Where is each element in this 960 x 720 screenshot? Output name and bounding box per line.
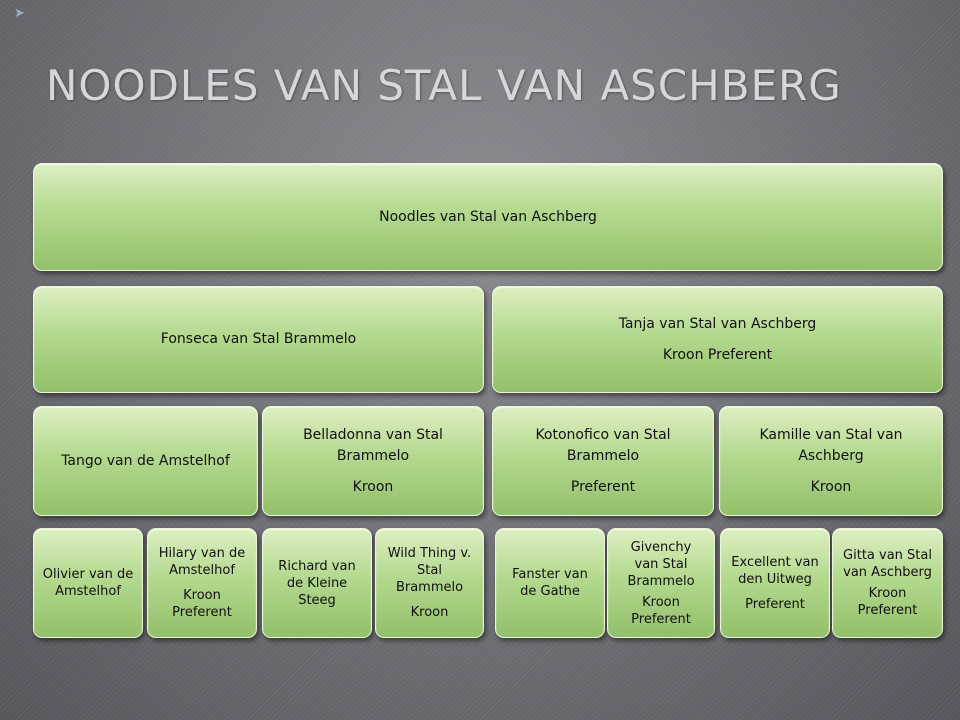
- node-name: Noodles van Stal van Aschberg: [379, 208, 597, 225]
- node-name: Kamille van Stal van Aschberg: [759, 426, 903, 464]
- node-name: Fonseca van Stal Brammelo: [160, 331, 357, 347]
- node-ds-sire[interactable]: Fanster van de Gathe: [495, 528, 605, 638]
- node-name: Excellent van den Uitweg: [731, 554, 819, 587]
- node-ss-sire[interactable]: Olivier van de Amstelhof: [33, 528, 143, 638]
- node-ds-dam[interactable]: Givenchy van Stal Brammelo Kroon Prefere…: [607, 528, 715, 638]
- node-sd-sire[interactable]: Richard van de Kleine Steeg: [262, 528, 372, 638]
- node-predicate: Kroon: [410, 605, 449, 620]
- node-predicate: Kroon: [352, 478, 394, 495]
- node-predicate: Kroon Preferent: [172, 588, 232, 620]
- node-dam[interactable]: Tanja van Stal van Aschberg Kroon Prefer…: [492, 286, 943, 393]
- node-name: Fanster van de Gathe: [512, 567, 588, 599]
- node-name: Belladonna van Stal Brammelo: [303, 426, 443, 464]
- node-dam-sire[interactable]: Kotonofico van Stal Brammelo Preferent: [492, 406, 714, 516]
- node-name: Olivier van de Amstelhof: [42, 567, 134, 599]
- node-name: Tanja van Stal van Aschberg: [618, 315, 817, 332]
- node-sd-dam[interactable]: Wild Thing v. Stal Brammelo Kroon: [375, 528, 484, 638]
- node-name: Wild Thing v. Stal Brammelo: [387, 546, 472, 595]
- node-sire[interactable]: Fonseca van Stal Brammelo: [33, 286, 484, 393]
- node-ss-dam[interactable]: Hilary van de Amstelhof Kroon Preferent: [147, 528, 257, 638]
- page-title: NOODLES VAN STAL VAN ASCHBERG: [46, 61, 842, 110]
- node-name: Hilary van de Amstelhof: [158, 546, 246, 578]
- node-sire-dam[interactable]: Belladonna van Stal Brammelo Kroon: [262, 406, 484, 516]
- node-name: Richard van de Kleine Steeg: [278, 558, 356, 608]
- node-dam-dam[interactable]: Kamille van Stal van Aschberg Kroon: [719, 406, 943, 516]
- node-predicate: Kroon Preferent: [662, 346, 773, 363]
- node-root[interactable]: Noodles van Stal van Aschberg: [33, 163, 943, 271]
- arrow-bullet-icon: ➤: [14, 6, 25, 21]
- node-dd-dam[interactable]: Gitta van Stal van Aschberg Kroon Prefer…: [832, 528, 943, 638]
- node-dd-sire[interactable]: Excellent van den Uitweg Preferent: [720, 528, 830, 638]
- node-name: Givenchy van Stal Brammelo: [627, 539, 695, 589]
- node-sire-sire[interactable]: Tango van de Amstelhof: [33, 406, 258, 516]
- node-name: Gitta van Stal van Aschberg: [843, 548, 932, 580]
- node-predicate: Preferent: [570, 478, 636, 495]
- node-predicate: Kroon: [810, 478, 852, 495]
- node-name: Tango van de Amstelhof: [61, 452, 230, 469]
- node-name: Kotonofico van Stal Brammelo: [535, 426, 671, 464]
- node-predicate: Kroon Preferent: [857, 586, 918, 618]
- node-predicate: Preferent: [745, 596, 805, 612]
- node-predicate: Kroon Preferent: [631, 594, 691, 627]
